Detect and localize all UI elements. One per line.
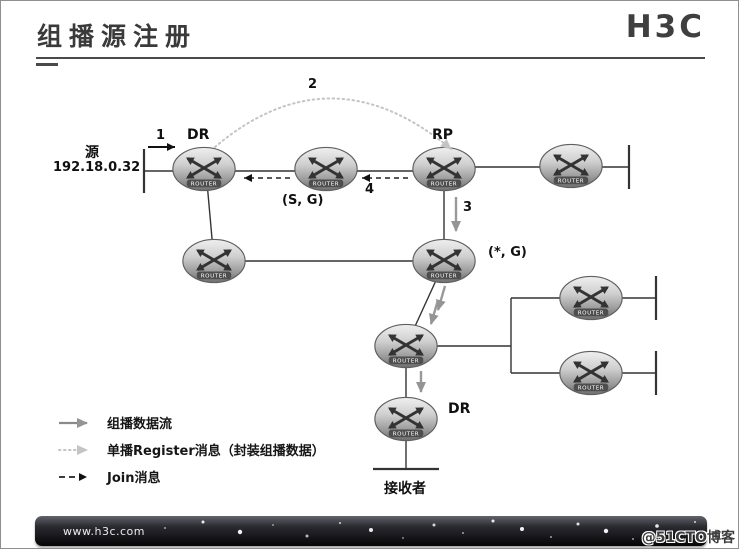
legend-multicast-flow-label: 组播数据流 — [107, 417, 173, 432]
router-mid-top — [295, 147, 357, 190]
watermark: @51CTO博客 — [641, 530, 735, 546]
step-3-label: 3 — [463, 200, 473, 215]
step-2-label: 2 — [308, 77, 318, 92]
router-right-upper — [560, 276, 622, 319]
h3c-logo: H3C — [625, 9, 705, 45]
sg-label: (S, G) — [282, 193, 324, 208]
router-left-lower — [183, 239, 245, 282]
star-decoration — [164, 519, 696, 540]
footer-url: www.h3c.com — [63, 525, 145, 538]
router-right-lower — [560, 351, 622, 394]
footer-bar: www.h3c.com — [35, 516, 707, 546]
router-top-right — [540, 144, 602, 187]
router-dr-source — [173, 147, 235, 190]
router-rp — [413, 147, 475, 190]
header-rule — [36, 57, 705, 59]
page-title: 组播源注册 — [37, 22, 198, 51]
router-shared-tree — [413, 239, 475, 282]
source-label: 源 — [85, 145, 99, 161]
dotted-arrow-icon — [58, 444, 88, 455]
router-dr-receiver — [375, 397, 437, 440]
receiver-label: 接收者 — [384, 481, 426, 497]
step-1-label: 1 — [156, 128, 166, 143]
dashed-arrow-icon — [59, 472, 87, 481]
source-ip-label: 192.18.0.32 — [53, 160, 141, 175]
legend-join-label: Join消息 — [107, 471, 161, 486]
dr-top-label: DR — [187, 127, 210, 143]
dr-bottom-label: DR — [448, 401, 471, 417]
flow-arrows — [148, 97, 461, 393]
data-flow-arrow-b — [429, 299, 440, 325]
header-rule-accent — [36, 63, 58, 66]
solid-arrow-icon — [59, 417, 88, 428]
router-nodes — [173, 144, 622, 440]
register-message-curve — [214, 97, 452, 150]
step-4-label: 4 — [365, 182, 375, 197]
legend: 组播数据流 单播Register消息（封装组播数据） Join消息 — [57, 415, 325, 496]
legend-multicast-flow-row: 组播数据流 — [57, 415, 325, 432]
rp-label: RP — [432, 127, 454, 143]
legend-register-label: 单播Register消息（封装组播数据） — [107, 444, 325, 459]
legend-join-row: Join消息 — [57, 469, 325, 486]
router-mid-lower — [375, 324, 437, 367]
data-flow-arrow-a — [436, 285, 447, 311]
star-g-label: (*, G) — [488, 245, 527, 260]
legend-register-row: 单播Register消息（封装组播数据） — [57, 442, 325, 459]
